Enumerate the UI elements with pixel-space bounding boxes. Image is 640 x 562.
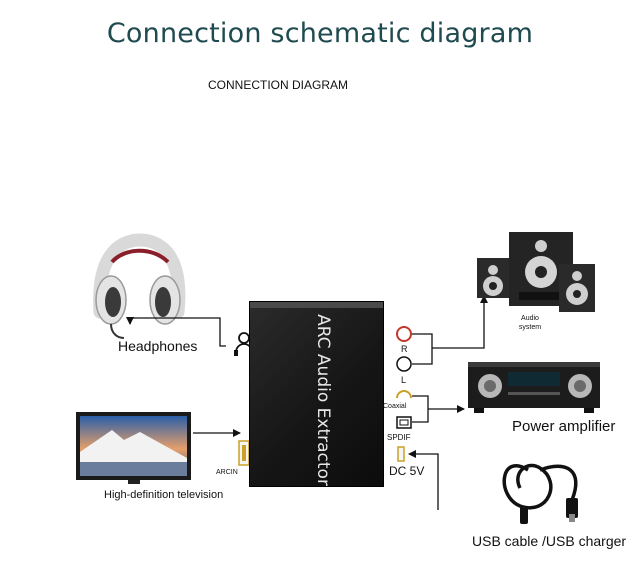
page-subtitle: CONNECTION DIAGRAM	[208, 78, 349, 92]
usb-cable-icon	[502, 463, 578, 524]
headphones-connection	[126, 317, 226, 347]
amplifier-icon	[468, 362, 600, 413]
power-amplifier-label: Power amplifier	[512, 418, 616, 435]
arc-audio-extractor-top	[250, 302, 383, 308]
usb-connection	[408, 450, 439, 510]
rca-to-audio-system	[412, 295, 488, 365]
coaxial-port	[396, 390, 412, 399]
rca-left-port	[396, 356, 412, 372]
tv-icon	[76, 412, 191, 484]
port-label-spdif: SPDIF	[387, 433, 411, 442]
port-label-arc-in: ARCIN	[216, 469, 238, 476]
port-label-left: L	[401, 375, 407, 385]
arc-audio-extractor	[250, 302, 383, 486]
headphones-icon	[93, 233, 186, 339]
port-label-dc: DC 5V	[389, 464, 425, 478]
rca-right-port	[396, 326, 412, 342]
spdif-port-inner	[399, 419, 409, 426]
port-label-coaxial: Coaxial	[383, 403, 407, 410]
dc-port	[397, 446, 405, 462]
device-label: ARC Audio Extractor	[313, 314, 333, 486]
arc-in-port-pin	[242, 445, 246, 461]
page-title: Connection schematic diagram	[106, 18, 534, 49]
audio-system-label: Audio system	[518, 315, 542, 331]
speaker-system-icon	[477, 232, 595, 312]
usb-cable-label: USB cable /USB charger	[472, 533, 627, 549]
digital-to-amplifier	[412, 395, 465, 423]
port-label-right: R	[401, 344, 408, 354]
hdtv-label: High-definition television	[104, 489, 224, 501]
headphones-label: Headphones	[118, 338, 198, 354]
